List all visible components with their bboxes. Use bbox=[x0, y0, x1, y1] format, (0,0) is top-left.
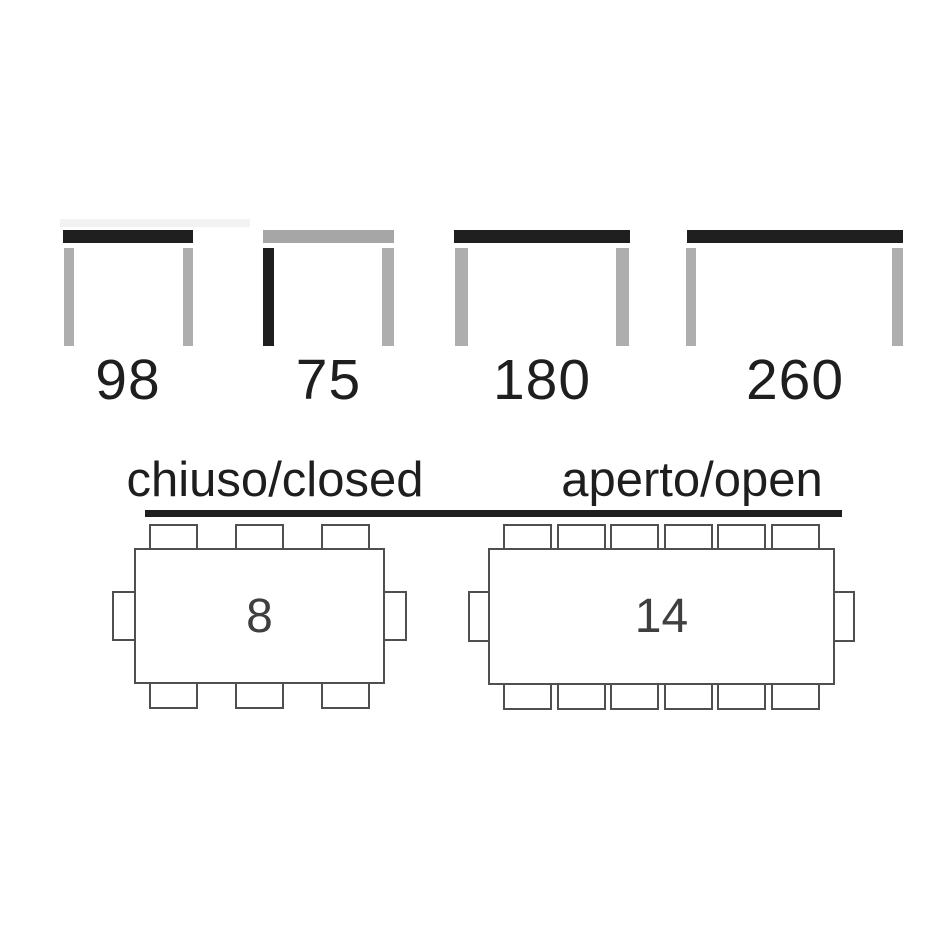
chair bbox=[663, 681, 713, 710]
tabletop-bar bbox=[63, 230, 193, 243]
chair bbox=[771, 524, 820, 552]
section-underline bbox=[145, 510, 842, 517]
tabletop-plan-open: 14 bbox=[488, 548, 835, 685]
tabletop-bar bbox=[263, 230, 394, 243]
seat-count-open: 14 bbox=[634, 590, 689, 643]
table-leg-right bbox=[616, 248, 629, 346]
dimension-label: 260 bbox=[745, 348, 845, 412]
chair bbox=[556, 681, 606, 710]
side-view-length-closed bbox=[454, 230, 630, 346]
table-leg-right bbox=[382, 248, 394, 346]
chair bbox=[149, 680, 198, 709]
chair bbox=[503, 681, 552, 710]
dimension-label: 98 bbox=[95, 348, 161, 412]
chair bbox=[717, 681, 767, 710]
chair bbox=[771, 681, 820, 710]
dimension-label: 75 bbox=[295, 348, 362, 412]
chair bbox=[321, 680, 370, 709]
closed-section-label: chiuso/closed bbox=[126, 453, 424, 507]
side-view-width-closed bbox=[63, 230, 193, 346]
open-section-label: aperto/open bbox=[561, 453, 823, 507]
tabletop-bar bbox=[454, 230, 630, 243]
table-leg-right bbox=[183, 248, 193, 346]
tabletop-plan-closed: 8 bbox=[134, 548, 385, 684]
table-leg-left bbox=[64, 248, 74, 346]
table-leg-left bbox=[263, 248, 274, 346]
tabletop-bar bbox=[687, 230, 903, 243]
table-leg-right bbox=[892, 248, 903, 346]
side-view-length-open bbox=[686, 230, 903, 346]
chair bbox=[610, 681, 660, 710]
dimension-label: 180 bbox=[492, 348, 592, 412]
seat-count-closed: 8 bbox=[246, 589, 273, 643]
table-leg-left bbox=[455, 248, 468, 346]
side-view-height bbox=[263, 230, 394, 346]
table-leg-left bbox=[686, 248, 696, 346]
chair bbox=[235, 680, 284, 709]
scan-artifact bbox=[60, 219, 250, 227]
